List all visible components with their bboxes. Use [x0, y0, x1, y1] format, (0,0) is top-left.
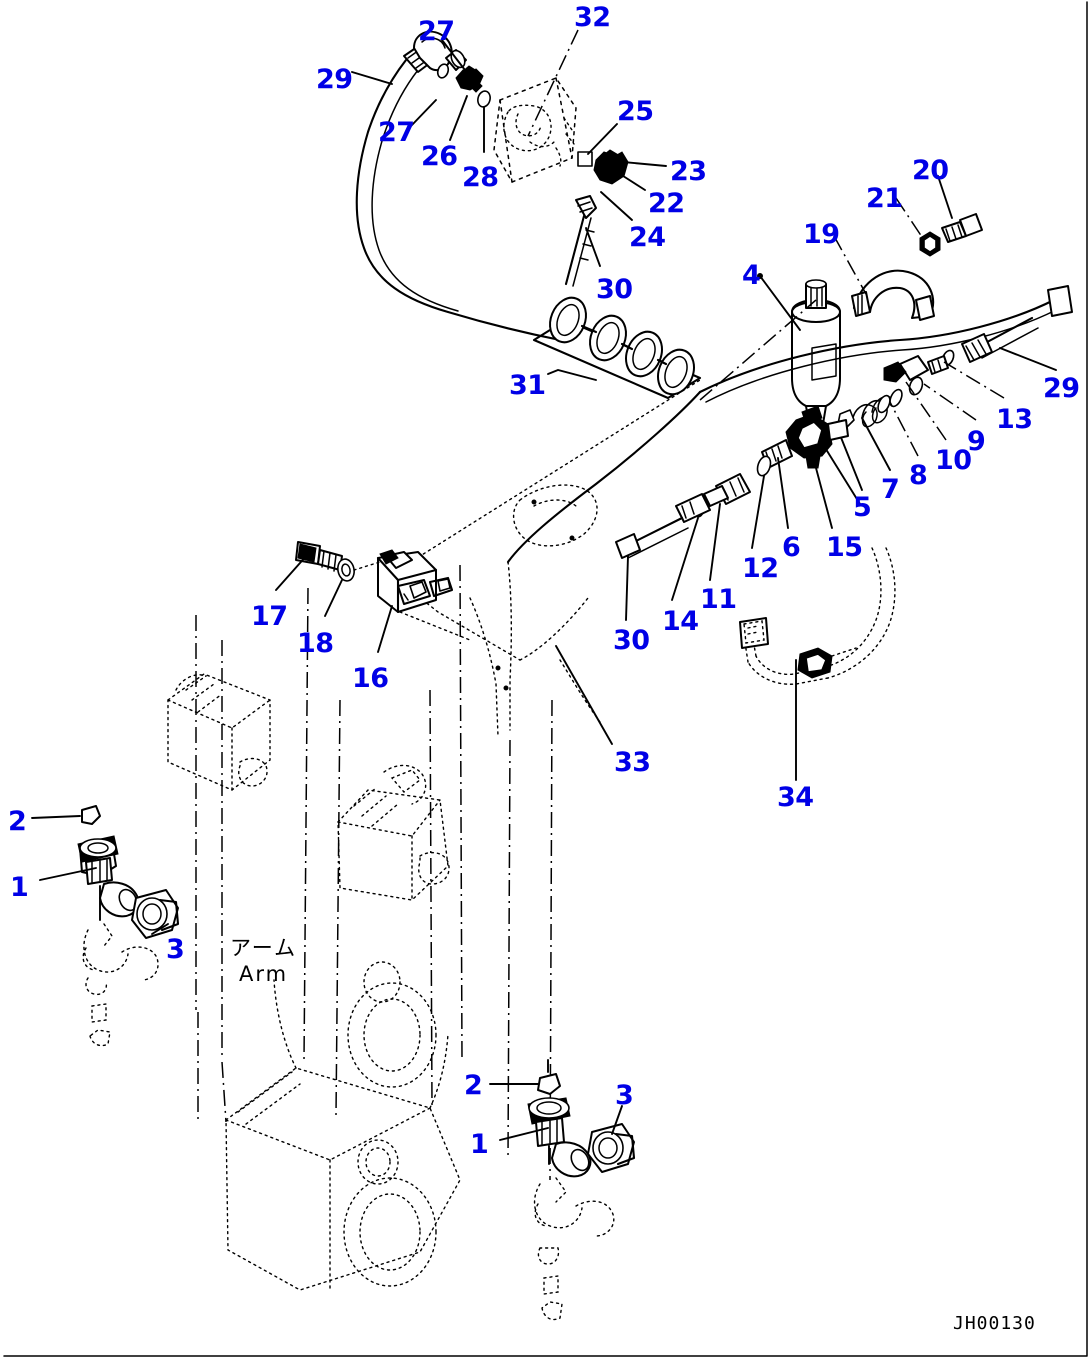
- arm-label: アーム Arm: [230, 936, 298, 987]
- callout-27-lower: 27: [378, 117, 415, 148]
- drawing-number: JH00130: [953, 1313, 1036, 1334]
- callout-6: 6: [782, 532, 801, 563]
- callout-1-lower: 1: [470, 1129, 489, 1160]
- callout-20: 20: [912, 155, 949, 186]
- callout-8: 8: [909, 460, 928, 491]
- part-group-hose-34: [739, 547, 896, 781]
- callout-4: 4: [742, 260, 761, 291]
- part-group-valve-5: [615, 405, 861, 621]
- callout-12: 12: [742, 553, 779, 584]
- callout-1-upper: 1: [10, 872, 29, 903]
- callout-31: 31: [509, 370, 546, 401]
- callout-2-lower: 2: [464, 1070, 483, 1101]
- callout-16: 16: [352, 663, 389, 694]
- callout-28: 28: [462, 162, 499, 193]
- callout-14: 14: [662, 606, 699, 637]
- callout-18: 18: [297, 628, 334, 659]
- part-group-accumulator-4: [699, 175, 983, 428]
- part-group-bracket-16: [275, 541, 471, 653]
- sheet-border: [3, 1, 1088, 1357]
- callout-9: 9: [967, 426, 986, 457]
- callout-33: 33: [614, 747, 651, 778]
- callout-29-left: 29: [316, 64, 353, 95]
- callout-32: 32: [574, 2, 611, 33]
- callout-25: 25: [617, 96, 654, 127]
- callout-3-lower: 3: [615, 1080, 634, 1111]
- callout-30-upper: 30: [596, 274, 633, 305]
- callout-15: 15: [826, 532, 863, 563]
- part-group-valve-housing-phantom: [493, 29, 579, 183]
- callout-23: 23: [670, 156, 707, 187]
- callout-30-lower: 30: [613, 625, 650, 656]
- callout-19: 19: [803, 219, 840, 250]
- part-group-fittings-set-a: [31, 805, 180, 1047]
- part-group-upper-hose: [351, 30, 562, 342]
- callout-17: 17: [251, 601, 288, 632]
- callout-7: 7: [881, 474, 900, 505]
- callout-10: 10: [935, 445, 972, 476]
- callout-34: 34: [777, 782, 814, 813]
- callout-27-upper: 27: [418, 16, 455, 47]
- callout-26: 26: [421, 141, 458, 172]
- callout-24: 24: [629, 222, 666, 253]
- callout-29-right: 29: [1043, 373, 1080, 404]
- part-group-fittings-set-b: [489, 1059, 636, 1321]
- callout-21: 21: [866, 183, 903, 214]
- callout-5: 5: [853, 492, 872, 523]
- callout-3-upper: 3: [166, 934, 185, 965]
- callout-22: 22: [648, 188, 685, 219]
- arm-centerlines: [197, 1012, 227, 1123]
- callout-2-upper: 2: [8, 806, 27, 837]
- part-group-fitting-25-22-23: [564, 123, 667, 287]
- callout-13: 13: [996, 404, 1033, 435]
- part-group-right-hose-29: [698, 285, 1073, 491]
- callout-11: 11: [700, 584, 737, 615]
- part-group-clamp-assembly-31: [532, 296, 702, 400]
- arm-structure-phantom: [167, 379, 702, 1291]
